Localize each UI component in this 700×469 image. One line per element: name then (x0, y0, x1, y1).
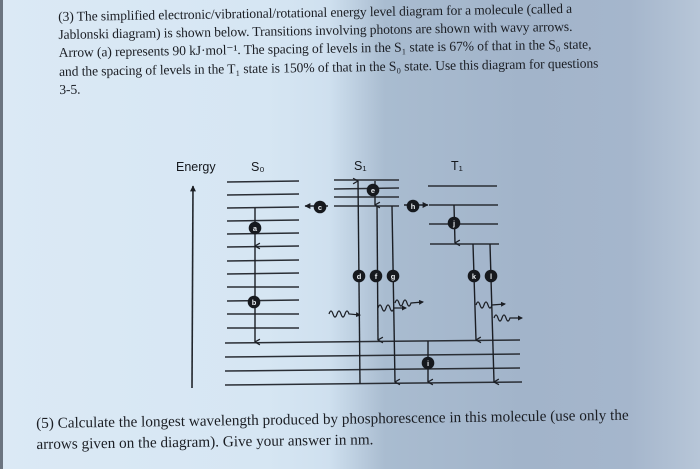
s0-levels (226, 180, 300, 329)
badge-l: l (484, 269, 498, 283)
wavy-arrow-g (394, 299, 424, 307)
badge-j: j (447, 216, 461, 230)
badge-h: h (406, 199, 420, 213)
badge-i: i (421, 356, 435, 370)
badge-d: d (352, 269, 366, 283)
arrow-g (391, 205, 395, 382)
s1-state-label: S₁ (354, 159, 367, 173)
badges: a b c d e f g h i j k l (247, 183, 498, 370)
wavy-arrow-d (328, 310, 361, 318)
wavy-arrow-l (493, 314, 523, 322)
svg-text:e: e (371, 186, 375, 195)
s1-levels (333, 179, 400, 207)
svg-text:d: d (357, 272, 362, 281)
badge-e: e (366, 183, 380, 197)
svg-text:g: g (391, 272, 396, 281)
svg-text:f: f (375, 272, 378, 281)
wavy-arrow-f (377, 304, 407, 312)
badge-f: f (369, 269, 383, 283)
wavy-arrow-k (475, 301, 506, 309)
svg-text:h: h (411, 202, 416, 211)
svg-text:c: c (318, 203, 322, 212)
energy-axis-label: Energy (176, 160, 216, 174)
arrow-k (472, 243, 476, 340)
badge-a: a (248, 221, 262, 235)
svg-text:k: k (472, 272, 477, 281)
svg-text:a: a (253, 224, 258, 233)
page-edge (0, 0, 3, 469)
arrow-l (489, 243, 494, 382)
s0-state-label: S₀ (251, 160, 265, 174)
badge-k: k (467, 269, 481, 283)
badge-b: b (247, 295, 261, 309)
svg-text:i: i (427, 359, 429, 368)
arrow-d (358, 181, 361, 385)
svg-text:b: b (252, 298, 257, 307)
energy-axis (189, 185, 196, 389)
svg-text:j: j (452, 219, 455, 228)
badge-c: c (313, 200, 327, 214)
t1-state-label: T₁ (451, 159, 463, 173)
t1-levels (428, 185, 499, 245)
badge-g: g (386, 269, 400, 283)
s0-ground-levels (224, 339, 523, 386)
svg-text:l: l (490, 272, 492, 281)
